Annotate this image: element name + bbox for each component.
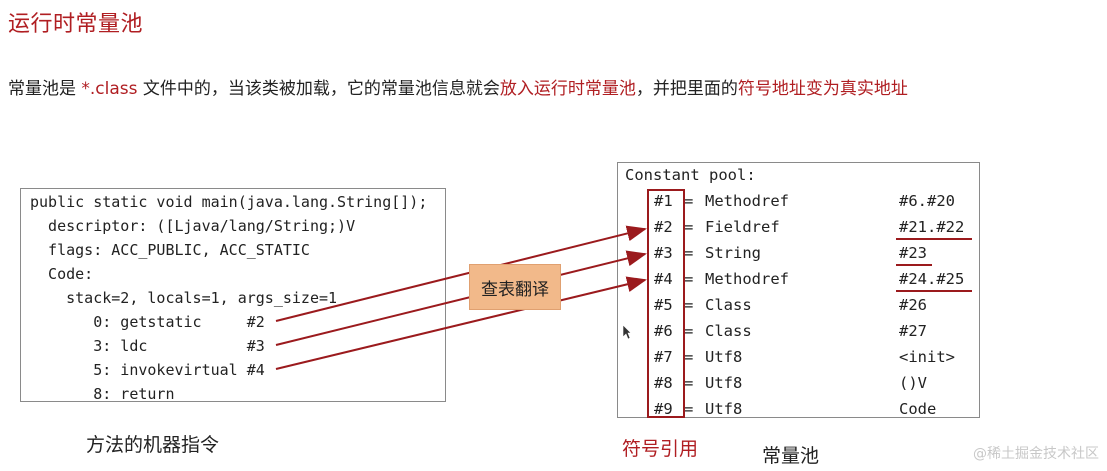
pool-type: Utf8 xyxy=(705,374,743,392)
constant-pool-panel: Constant pool: #1 = Methodref #6.#20 #2 … xyxy=(617,162,980,418)
pool-eq: = xyxy=(684,270,694,288)
pool-ref: #3 xyxy=(654,244,673,262)
description: 常量池是 *.class 文件中的，当该类被加载，它的常量池信息就会放入运行时常… xyxy=(8,74,908,99)
pool-eq: = xyxy=(684,400,694,418)
page-title: 运行时常量池 xyxy=(8,12,144,37)
description-highlight-runtime-pool: 放入运行时常量池 xyxy=(499,79,636,99)
description-part-2: 文件中的，当该类被加载，它的常量池信息就会 xyxy=(137,79,500,99)
pool-ref: #9 xyxy=(654,400,673,418)
caption-constant-pool: 常量池 xyxy=(762,445,820,467)
pool-type: Utf8 xyxy=(705,400,743,418)
description-highlight-class: *.class xyxy=(81,79,138,99)
pool-eq: = xyxy=(684,322,694,340)
code-line: 8: return xyxy=(30,385,175,403)
pool-value: #23 xyxy=(899,244,927,262)
pool-ref: #7 xyxy=(654,348,673,366)
watermark: @稀土掘金技术社区 xyxy=(973,446,1099,462)
description-part-1: 常量池是 xyxy=(8,79,82,99)
code-line: public static void main(java.lang.String… xyxy=(30,193,428,211)
caption-machine-instructions: 方法的机器指令 xyxy=(86,434,220,456)
code-line: flags: ACC_PUBLIC, ACC_STATIC xyxy=(30,241,310,259)
pool-value: #6.#20 xyxy=(899,192,955,210)
pool-type: String xyxy=(705,244,761,262)
constant-pool-header: Constant pool: xyxy=(625,166,756,184)
description-part-3: ，并把里面的 xyxy=(635,79,738,99)
code-line: Code: xyxy=(30,265,94,283)
pool-type: Class xyxy=(705,322,752,340)
pool-value: #27 xyxy=(899,322,927,340)
pool-value: #21.#22 xyxy=(899,218,965,236)
pool-type: Utf8 xyxy=(705,348,743,366)
pool-ref: #1 xyxy=(654,192,673,210)
pool-ref: #2 xyxy=(654,218,673,236)
pool-eq: = xyxy=(684,244,694,262)
pool-value: <init> xyxy=(899,348,955,366)
pool-type: Methodref xyxy=(705,270,789,288)
description-highlight-address: 符号地址变为真实地址 xyxy=(737,79,908,99)
pool-value: Code xyxy=(899,400,937,418)
caption-symbolic-reference: 符号引用 xyxy=(622,438,699,460)
pool-value: ()V xyxy=(899,374,927,392)
pool-type: Class xyxy=(705,296,752,314)
pool-ref: #6 xyxy=(654,322,673,340)
code-line: 0: getstatic #2 xyxy=(30,313,265,331)
pool-ref: #4 xyxy=(654,270,673,288)
pool-ref: #5 xyxy=(654,296,673,314)
pool-eq: = xyxy=(684,218,694,236)
code-line: stack=2, locals=1, args_size=1 xyxy=(30,289,338,307)
bytecode-panel: public static void main(java.lang.String… xyxy=(20,188,446,403)
pool-ref: #8 xyxy=(654,374,673,392)
pool-eq: = xyxy=(684,348,694,366)
pool-value: #26 xyxy=(899,296,927,314)
code-line: 3: ldc #3 xyxy=(30,337,265,355)
pool-eq: = xyxy=(684,374,694,392)
pool-value: #24.#25 xyxy=(899,270,965,288)
code-line: 5: invokevirtual #4 xyxy=(30,361,265,379)
pool-type: Methodref xyxy=(705,192,789,210)
pool-type: Fieldref xyxy=(705,218,780,236)
lookup-translate-label: 查表翻译 xyxy=(469,264,561,310)
code-line: descriptor: ([Ljava/lang/String;)V xyxy=(30,217,356,235)
pool-eq: = xyxy=(684,192,694,210)
mouse-pointer-icon xyxy=(622,324,632,340)
pool-eq: = xyxy=(684,296,694,314)
